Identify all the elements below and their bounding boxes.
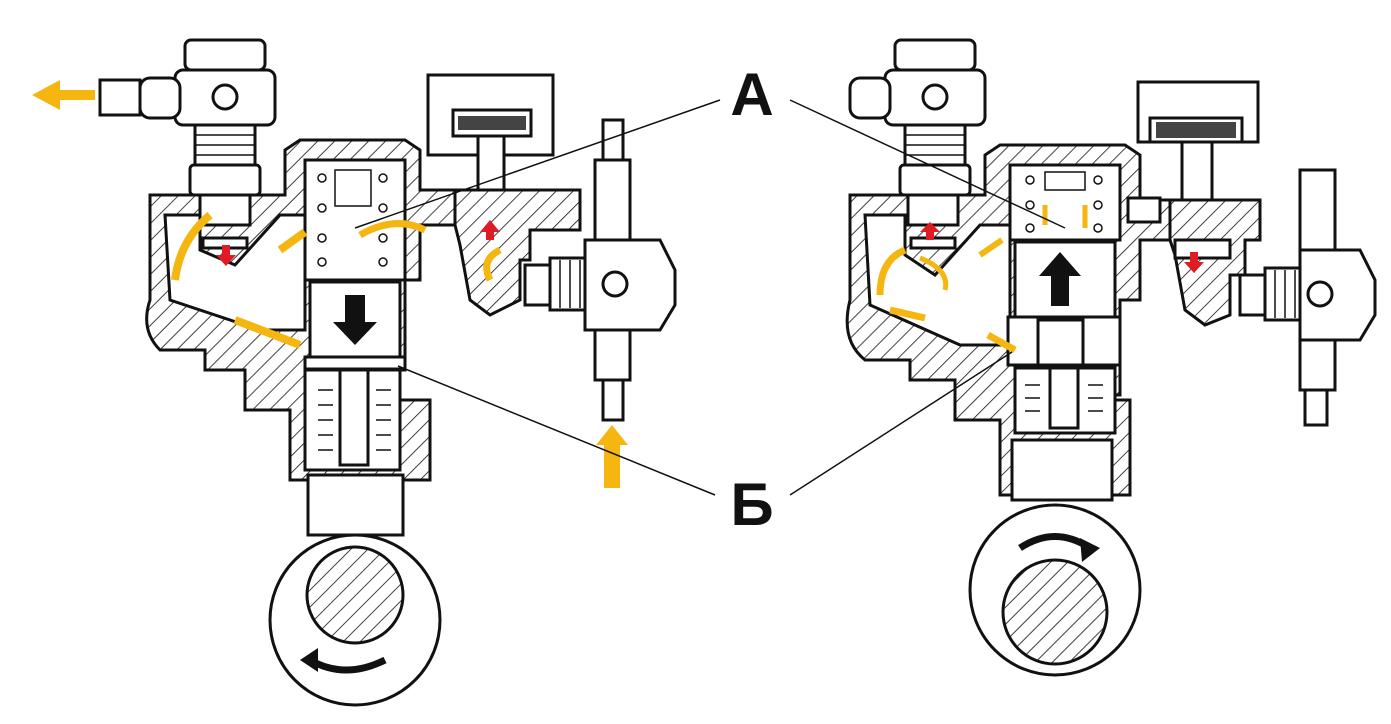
right-valve-arrows xyxy=(920,222,1204,273)
right-chamber-spring xyxy=(1025,171,1103,233)
left-pump-assembly xyxy=(32,38,677,707)
left-flow-arrows xyxy=(32,80,628,488)
left-priming-cylinder xyxy=(426,73,582,317)
left-outlet-fitting xyxy=(98,38,277,250)
left-passage xyxy=(163,213,307,332)
outlet-flow-arrow-icon xyxy=(32,80,95,110)
inlet-valve-arrow-icon xyxy=(1184,252,1204,273)
left-piston-seal xyxy=(303,355,407,371)
right-piston-arrow-icon xyxy=(1039,252,1081,306)
right-tappet xyxy=(1010,438,1114,502)
inlet-flow-arrow-icon xyxy=(596,425,628,488)
callout-a-right xyxy=(789,99,1066,229)
right-piston-core xyxy=(1036,318,1085,367)
right-flow-arrows xyxy=(876,205,1088,354)
right-return-spring xyxy=(1025,384,1103,412)
left-return-spring xyxy=(318,389,391,451)
inlet-valve-arrow-icon xyxy=(480,220,500,240)
outlet-valve-arrow-icon xyxy=(920,222,940,240)
left-inlet-fitting xyxy=(523,118,677,422)
right-inlet-fitting xyxy=(1238,168,1377,427)
right-pump-assembly xyxy=(845,38,1377,677)
right-plunger-rod xyxy=(1048,366,1080,430)
callouts: А Б xyxy=(354,61,1066,538)
left-piston-arrow-icon xyxy=(333,295,377,345)
left-pump-chamber xyxy=(303,158,407,282)
outlet-valve-arrow-icon xyxy=(216,245,236,266)
right-cam xyxy=(968,503,1142,677)
callout-b-left xyxy=(397,365,716,496)
callout-b-right xyxy=(789,351,1013,496)
left-valve-arrows xyxy=(216,220,500,266)
callout-a-left xyxy=(354,99,721,229)
left-plunger-rod xyxy=(338,368,370,467)
left-chamber-spring xyxy=(317,169,388,267)
left-tappet xyxy=(306,473,405,537)
right-priming-cylinder xyxy=(1126,80,1262,327)
label-b: Б xyxy=(730,471,773,538)
right-outlet-fitting xyxy=(848,38,987,250)
label-a: А xyxy=(730,61,773,128)
left-cam xyxy=(268,533,442,707)
